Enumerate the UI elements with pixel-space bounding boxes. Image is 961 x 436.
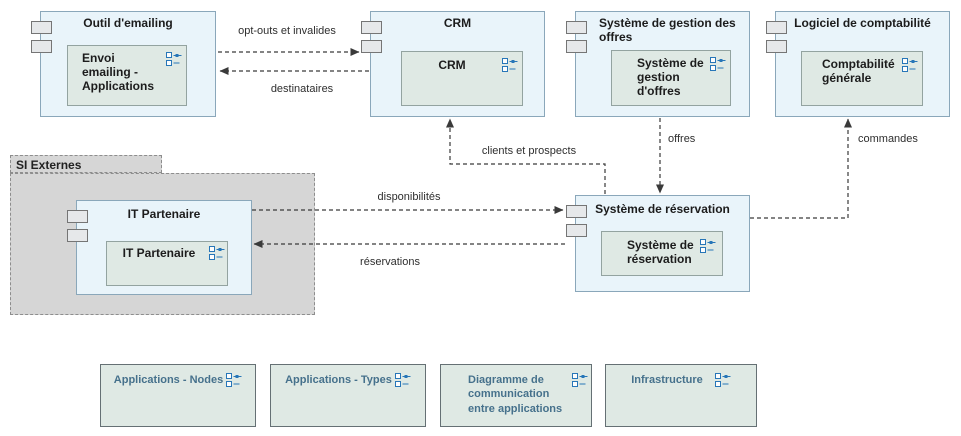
component-label: IT Partenaire xyxy=(122,246,196,260)
flow-label-reservations: réservations xyxy=(360,256,420,268)
node-title: IT Partenaire xyxy=(127,207,201,221)
component-label: Système de réservation xyxy=(627,238,694,267)
application-component-icon xyxy=(902,58,918,72)
view-label: Infrastructure xyxy=(631,374,703,386)
port-icon[interactable] xyxy=(361,40,382,53)
flow-label-disponibilites: disponibilités xyxy=(377,191,441,203)
component-envoi-emailing[interactable]: Envoi emailing - Applications xyxy=(67,45,187,106)
port-icon[interactable] xyxy=(566,40,587,53)
node-outil-emailing[interactable]: Outil d'emailing Envoi emailing - Applic… xyxy=(31,11,216,117)
flow-label-commandes: commandes xyxy=(858,133,918,145)
component-label: Comptabilité générale xyxy=(822,57,895,86)
node-logiciel-comptabilite[interactable]: Logiciel de comptabilité Comptabilité gé… xyxy=(766,11,950,117)
node-title: Système de réservation xyxy=(595,202,730,216)
port-icon[interactable] xyxy=(566,224,587,237)
group-si-externes-tab[interactable]: SI Externes xyxy=(10,155,162,173)
node-crm[interactable]: CRM CRM xyxy=(361,11,545,117)
flow-label-opt-outs: opt-outs et invalides xyxy=(238,25,336,37)
application-component-icon xyxy=(572,373,588,387)
component-it-partenaire[interactable]: IT Partenaire xyxy=(106,241,228,286)
application-component-icon xyxy=(166,52,182,66)
flow-commandes[interactable] xyxy=(750,118,852,219)
application-component-icon xyxy=(710,57,726,71)
view-applications-nodes[interactable]: Applications - Nodes xyxy=(100,364,256,427)
node-title: Outil d'emailing xyxy=(83,16,173,30)
application-component-icon xyxy=(394,373,411,387)
flow-clients-et-prospects[interactable] xyxy=(446,118,606,194)
component-systeme-gestion-offres[interactable]: Système de gestion d'offres xyxy=(611,50,731,106)
view-applications-types[interactable]: Applications - Types xyxy=(270,364,426,427)
node-systeme-gestion-offres[interactable]: Système de gestion des offres Système de… xyxy=(566,11,750,117)
view-label: Applications - Types xyxy=(285,374,392,386)
port-icon[interactable] xyxy=(566,21,587,34)
view-infrastructure[interactable]: Infrastructure xyxy=(605,364,757,427)
component-label: Envoi emailing - Applications xyxy=(82,51,155,94)
component-label: CRM xyxy=(438,58,466,72)
port-icon[interactable] xyxy=(31,21,52,34)
application-component-icon xyxy=(209,246,225,260)
port-icon[interactable] xyxy=(361,21,382,34)
application-component-icon xyxy=(226,373,242,387)
port-icon[interactable] xyxy=(766,21,787,34)
port-icon[interactable] xyxy=(566,205,587,218)
view-diagramme-communication[interactable]: Diagramme de communication entre applica… xyxy=(440,364,592,427)
application-component-icon xyxy=(714,373,731,387)
port-icon[interactable] xyxy=(67,210,88,223)
view-label: Diagramme de communication entre applica… xyxy=(468,374,563,415)
node-title: CRM xyxy=(443,16,472,30)
component-label: Système de gestion d'offres xyxy=(637,56,704,99)
flow-label-destinataires: destinataires xyxy=(270,83,334,95)
node-title: Système de gestion des offres xyxy=(599,16,736,45)
component-comptabilite-generale[interactable]: Comptabilité générale xyxy=(801,51,923,106)
view-label: Applications - Nodes xyxy=(113,374,224,386)
port-icon[interactable] xyxy=(766,40,787,53)
component-crm[interactable]: CRM xyxy=(401,51,523,106)
flow-label-offres: offres xyxy=(668,133,696,145)
flow-label-clients: clients et prospects xyxy=(481,145,577,157)
port-icon[interactable] xyxy=(31,40,52,53)
node-systeme-reservation[interactable]: Système de réservation Système de réserv… xyxy=(566,195,750,292)
component-systeme-reservation[interactable]: Système de réservation xyxy=(601,231,723,276)
node-it-partenaire[interactable]: IT Partenaire IT Partenaire xyxy=(67,200,252,295)
application-component-icon xyxy=(700,239,716,253)
node-title: Logiciel de comptabilité xyxy=(794,16,931,30)
application-component-icon xyxy=(502,58,518,72)
port-icon[interactable] xyxy=(67,229,88,242)
